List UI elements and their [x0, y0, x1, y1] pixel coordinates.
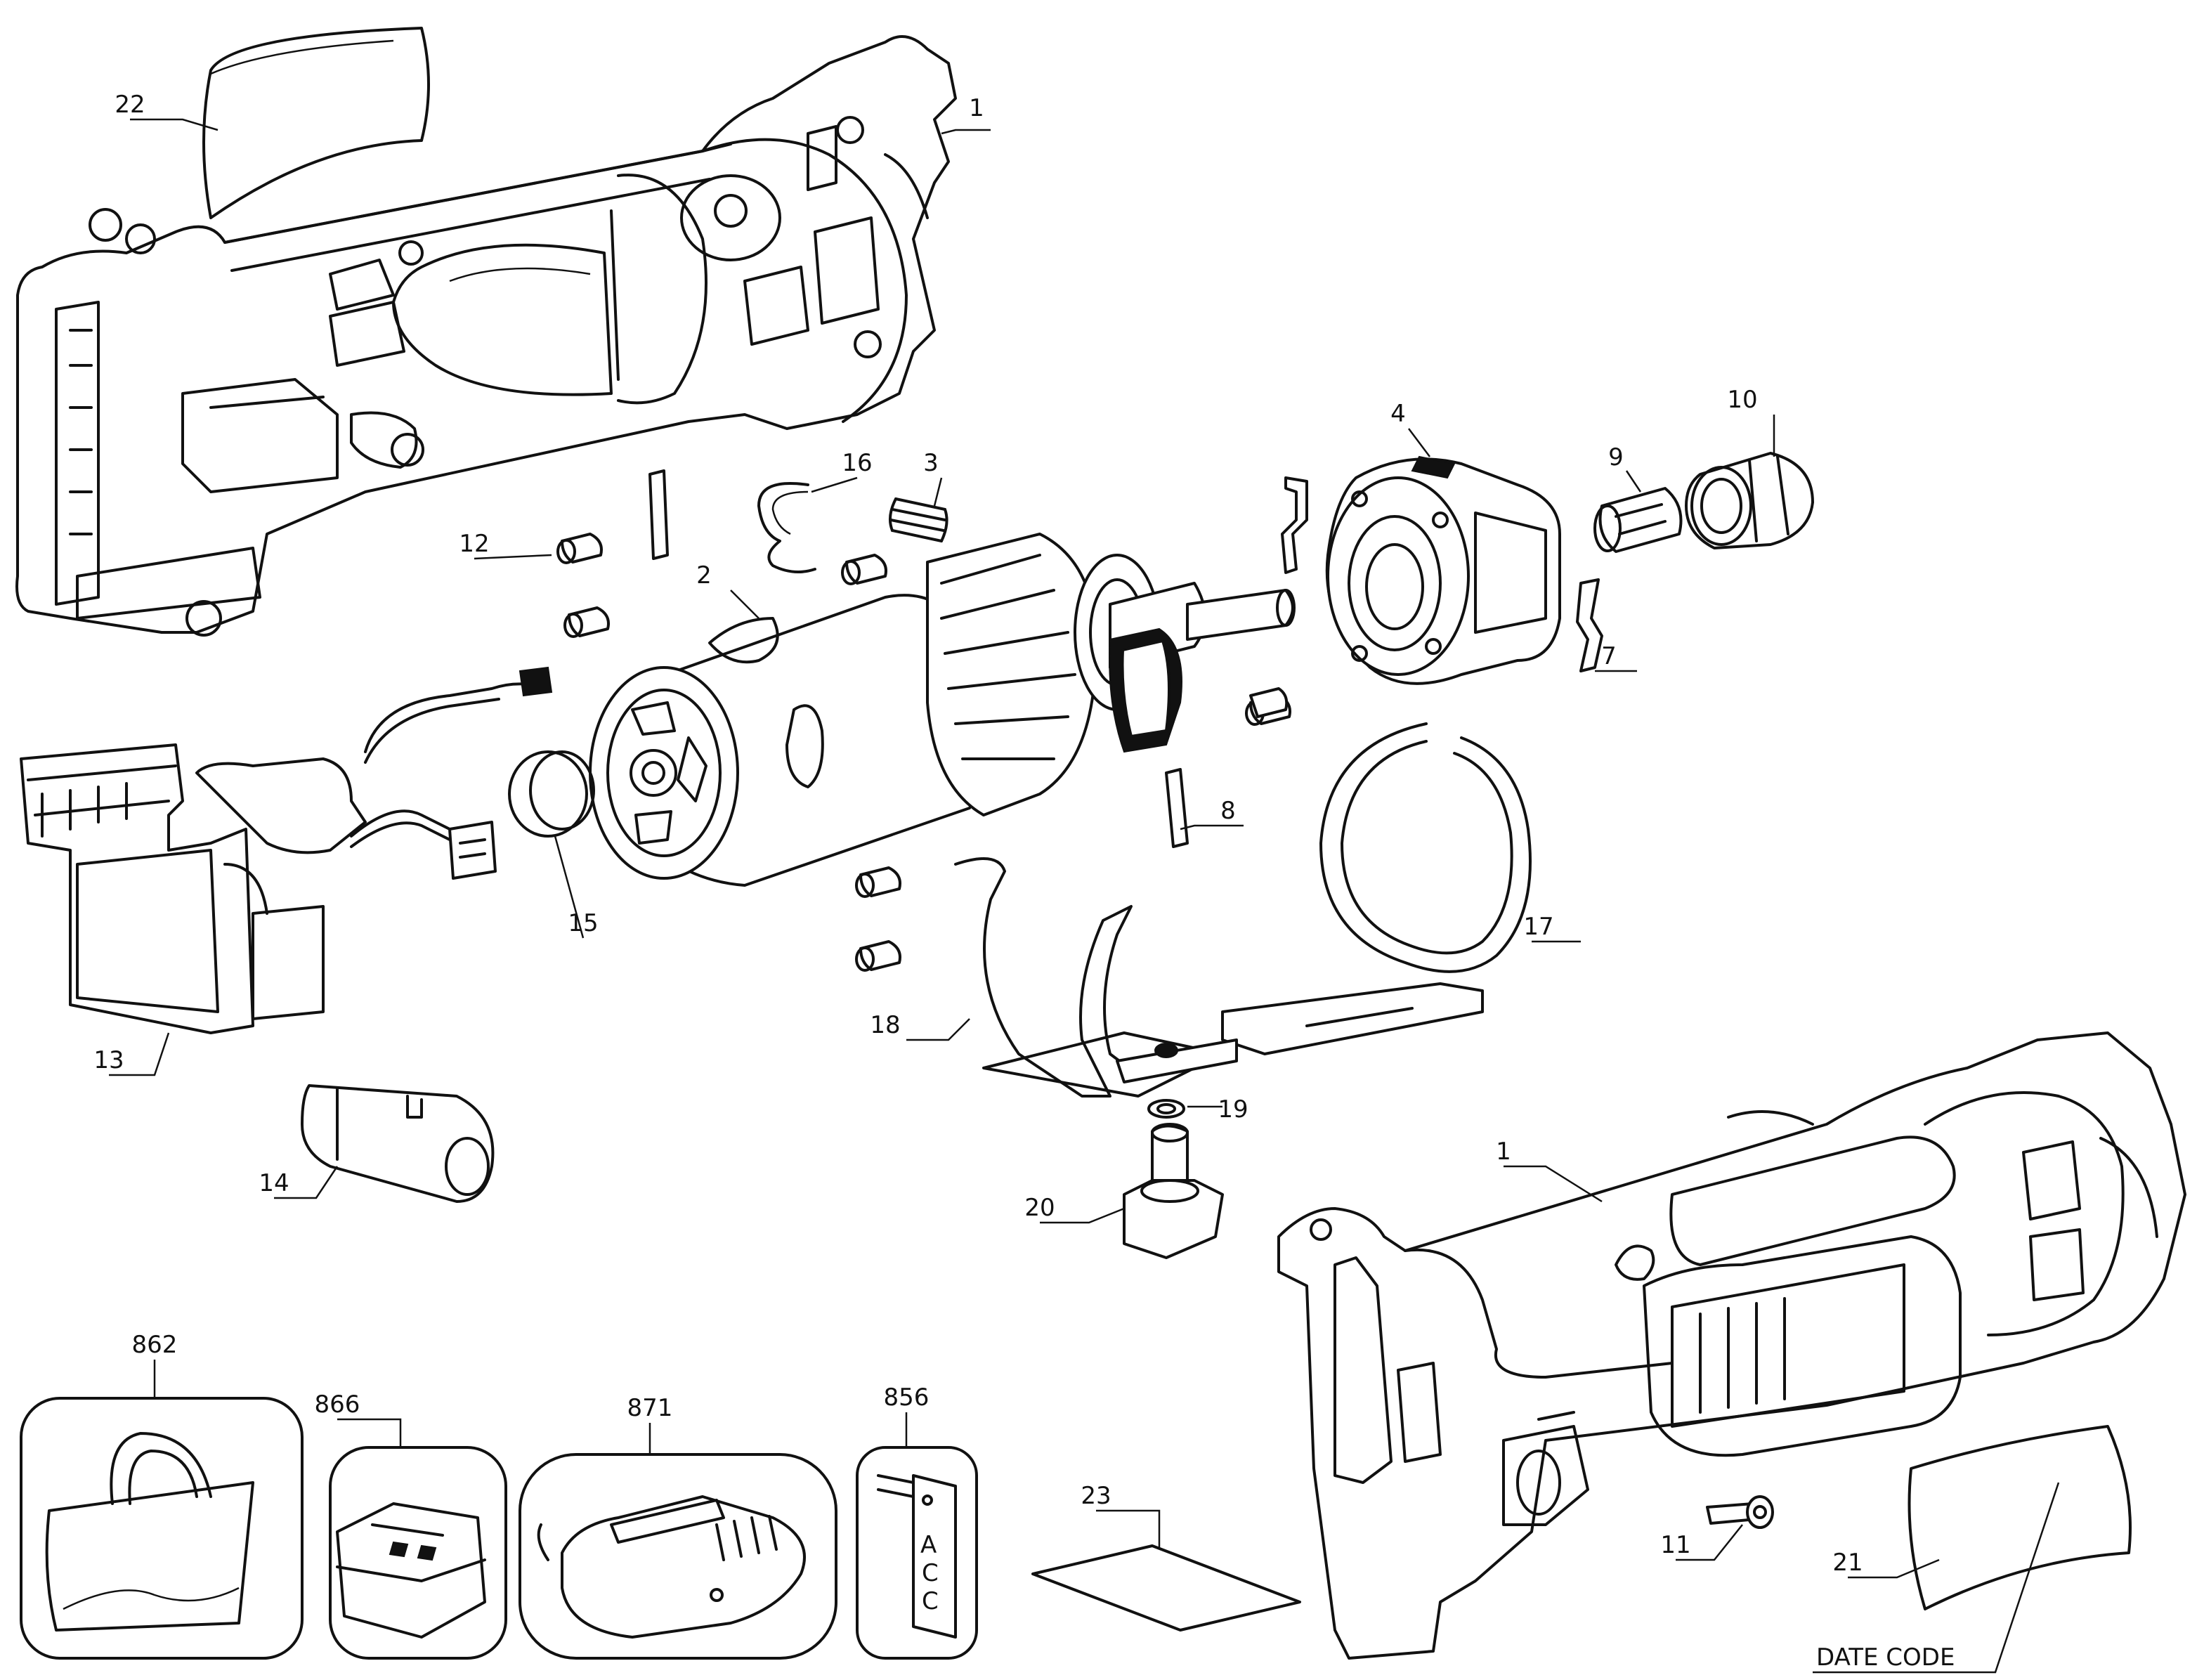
ring-guide-17: [1221, 722, 1532, 1055]
nub-e: [855, 940, 901, 972]
nub-f: [1249, 687, 1289, 718]
callout-856: 856: [884, 1383, 930, 1412]
battery-clip-14: [301, 1084, 495, 1203]
callout-10: 10: [1727, 386, 1757, 414]
callout-19: 19: [1218, 1095, 1248, 1124]
motor-armature-2: [589, 533, 1296, 887]
callout-14: 14: [259, 1169, 289, 1197]
collet-9: [1593, 487, 1683, 553]
collet-nut-10: [1685, 452, 1814, 549]
callout-22: 22: [115, 91, 145, 119]
washer-19: [1147, 1099, 1185, 1119]
callout-23: 23: [1081, 1482, 1111, 1510]
spring-3: [888, 497, 948, 542]
label-sheet-22: [202, 27, 430, 219]
callout-2: 2: [696, 561, 712, 590]
manual-sheet-23: [1031, 1544, 1301, 1632]
nub-b: [841, 554, 887, 585]
accessory-box-862: [20, 1397, 304, 1660]
cap-15: [508, 750, 595, 838]
callouts: 22 1 16 3 4 9 10 12 2 7 8 15 17 13 18 19…: [93, 91, 1955, 1672]
card-856-letter: C: [922, 1587, 939, 1615]
callout-862: 862: [132, 1331, 178, 1359]
callout-18: 18: [870, 1011, 900, 1039]
callout-7: 7: [1601, 642, 1617, 670]
callout-3: 3: [923, 449, 939, 477]
callout-12: 12: [459, 530, 489, 558]
accessory-box-856: A C C: [856, 1446, 978, 1660]
brush-plate-left: [648, 469, 669, 560]
spring-clip-7: [1576, 578, 1603, 672]
card-856-letter: C: [922, 1559, 939, 1587]
card-856-letter: A: [920, 1531, 937, 1559]
callout-866: 866: [315, 1391, 360, 1419]
date-code-label: DATE CODE: [1816, 1643, 1955, 1672]
end-cap-4: [1325, 455, 1561, 685]
callout-8: 8: [1220, 797, 1236, 825]
label-sheet-21: [1908, 1425, 2132, 1610]
callout-1: 1: [969, 94, 984, 122]
callout-20: 20: [1024, 1194, 1055, 1222]
callout-17: 17: [1523, 913, 1553, 941]
callout-1: 1: [1496, 1138, 1511, 1166]
callout-15: 15: [568, 909, 598, 937]
callout-4: 4: [1390, 400, 1406, 428]
accessory-box-866: [329, 1446, 507, 1660]
assembled-tool-1: [1277, 1031, 2186, 1660]
callout-11: 11: [1660, 1531, 1690, 1559]
nub-12: [556, 533, 603, 564]
switch-assembly-13: [20, 666, 553, 1034]
brush-8: [1165, 768, 1189, 848]
nub-a: [563, 606, 610, 638]
nub-d: [855, 866, 901, 898]
screw-11: [1706, 1495, 1774, 1529]
callout-9: 9: [1608, 443, 1624, 471]
bracket-18: [954, 857, 1238, 1098]
clip-16: [757, 482, 816, 573]
callout-871: 871: [627, 1394, 673, 1422]
accessory-box-871: [519, 1453, 837, 1660]
callout-13: 13: [93, 1046, 124, 1074]
knob-20: [1123, 1123, 1224, 1259]
brush-plate-right: [1281, 476, 1308, 574]
leader-lines: [109, 118, 2060, 1674]
callout-21: 21: [1832, 1549, 1863, 1577]
housing-half-1: [15, 35, 957, 637]
callout-16: 16: [842, 449, 872, 477]
